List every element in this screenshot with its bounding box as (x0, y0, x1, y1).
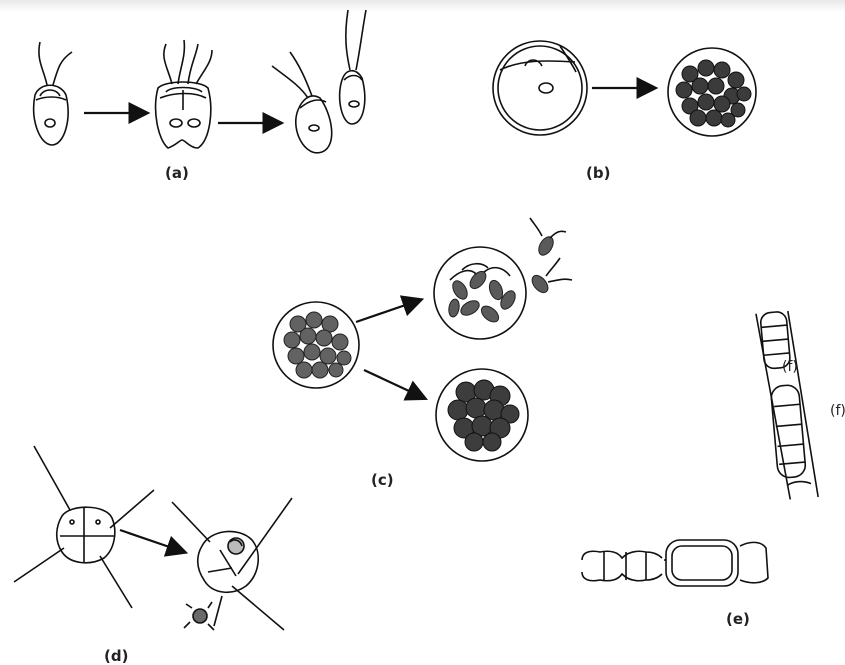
small-released-cell (184, 602, 214, 630)
label-e: (e) (726, 610, 750, 628)
filament-horizontal (582, 540, 768, 586)
panel-f-illustration (756, 310, 818, 501)
flagellate-cell-1 (34, 42, 72, 145)
flagellate-daughter-cell-1 (272, 52, 332, 153)
flagellate-dividing-cell (156, 40, 212, 148)
spore-cluster-b (668, 48, 756, 136)
label-f-side: (f) (830, 403, 845, 419)
panel-b-illustration (493, 41, 756, 136)
panel-d-illustration (14, 446, 292, 630)
label-c: (c) (371, 471, 394, 489)
panel-a-illustration (34, 10, 366, 153)
panel-c-illustration (273, 218, 572, 461)
aplanospore-cell (436, 369, 528, 461)
zoospore-release-cell (434, 247, 526, 339)
tetrad-cell (14, 446, 154, 608)
flagellate-daughter-cell-2 (340, 10, 366, 124)
label-a: (a) (165, 164, 189, 182)
filament-vertical (756, 310, 818, 501)
free-zoospores (529, 234, 556, 295)
label-f: (f) (782, 359, 798, 375)
spore-mother-cell (273, 302, 359, 388)
panel-e-illustration (582, 540, 768, 586)
label-d: (d) (104, 647, 128, 665)
label-b: (b) (586, 164, 610, 182)
zygote-cell (493, 41, 587, 135)
releasing-tetrad-cell (172, 498, 292, 630)
